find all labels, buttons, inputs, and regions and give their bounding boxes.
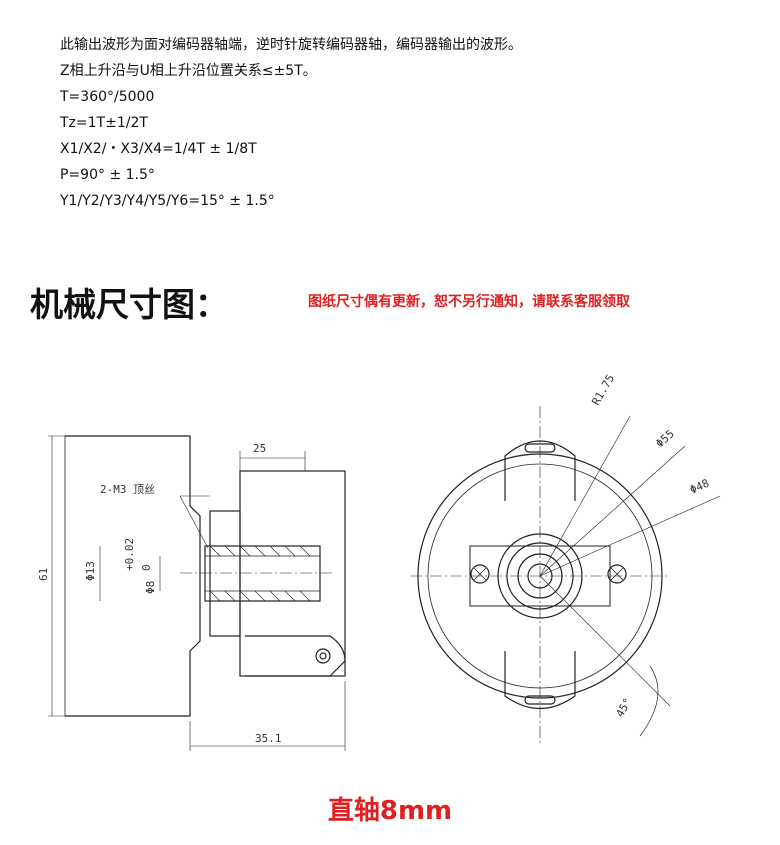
front-view — [410, 406, 721, 746]
side-view — [48, 435, 346, 751]
spec-line: Y1/Y2/Y3/Y4/Y5/Y6=15° ± 1.5° — [60, 193, 275, 209]
dim-25-label: 25 — [253, 442, 266, 455]
shaft-caption: 直轴8mm — [327, 796, 453, 826]
drawing-svg: 25 2-M3 顶丝 +0.02 0 Φ13 Φ8 61 35.1 — [37, 372, 721, 751]
r175-label: R1.75 — [589, 372, 617, 407]
spec-list: 此输出波形为面对编码器轴端，逆时针旋转编码器轴，编码器输出的波形。 Z相上升沿与… — [60, 32, 522, 214]
spec-line: P=90° ± 1.5° — [60, 167, 155, 183]
spec-line: T=360°/5000 — [60, 89, 155, 105]
spec-line: X1/X2/・X3/X4=1/4T ± 1/8T — [60, 141, 257, 157]
dia-13-label: Φ13 — [84, 561, 97, 581]
spec-line: Z相上升沿与U相上升沿位置关系≤±5T。 — [60, 63, 317, 79]
dim-351-label: 35.1 — [255, 732, 282, 745]
section-title: 机械尺寸图： — [30, 285, 228, 324]
spec-line: 此输出波形为面对编码器轴端，逆时针旋转编码器轴，编码器输出的波形。 — [60, 37, 522, 53]
dim-61-label: 61 — [37, 568, 50, 581]
tol-upper-label: +0.02 — [123, 538, 136, 571]
mechanical-drawing: 25 2-M3 顶丝 +0.02 0 Φ13 Φ8 61 35.1 — [30, 366, 750, 766]
screw-label: 2-M3 顶丝 — [100, 483, 155, 496]
angle-45-label: 45° — [613, 696, 634, 720]
tol-lower-label: 0 — [140, 564, 153, 571]
dia-55-label: Φ55 — [653, 427, 676, 450]
dia-8-label: Φ8 — [144, 581, 157, 594]
spec-line: Tz=1T±1/2T — [60, 115, 148, 131]
update-notice: 图纸尺寸偶有更新，恕不另行通知，请联系客服领取 — [308, 294, 630, 310]
dia-48-label: Φ48 — [688, 477, 712, 497]
